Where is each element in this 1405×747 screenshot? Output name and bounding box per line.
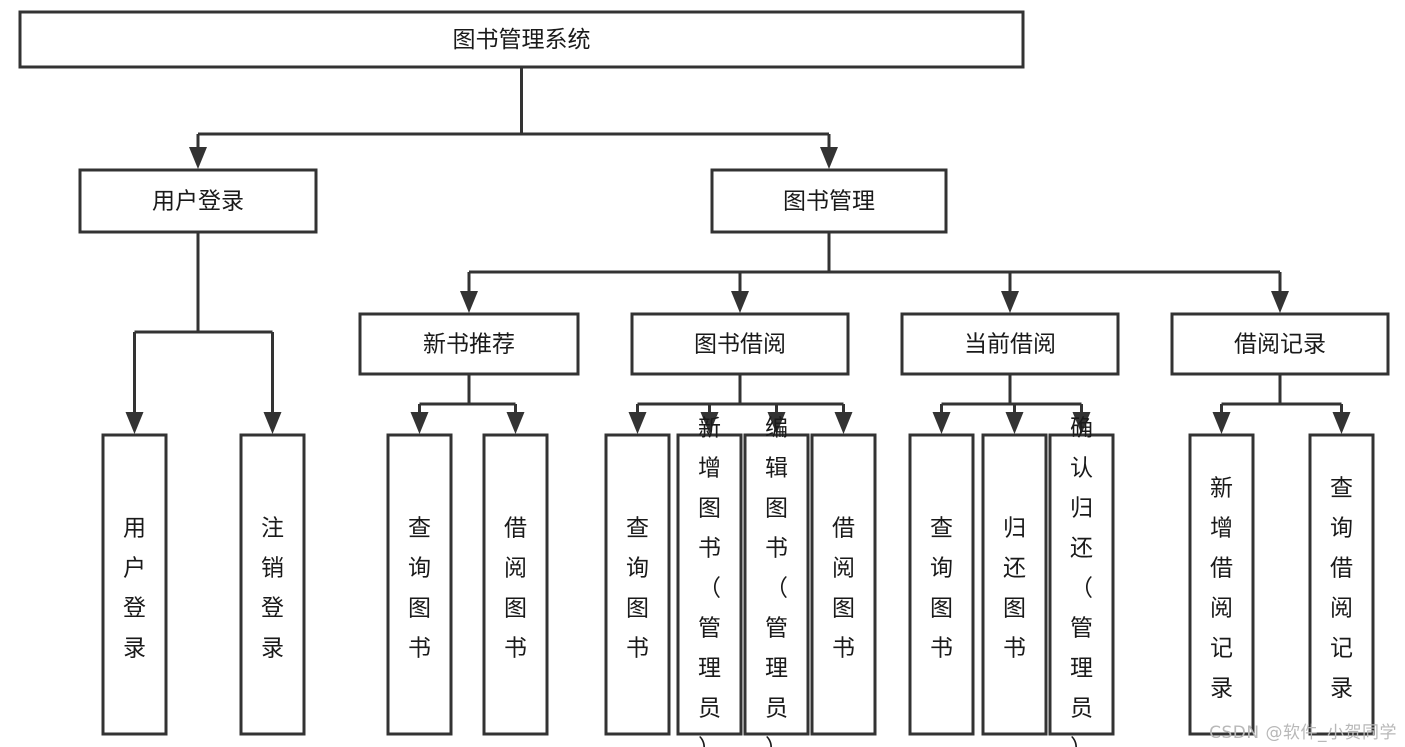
arrow-head-icon — [1001, 291, 1019, 313]
arrow-head-icon — [125, 412, 144, 434]
node-label-leaf-1: 注销登录 — [261, 516, 284, 662]
node-label-root: 图书管理系统 — [453, 27, 591, 53]
arrow-head-icon — [1072, 412, 1091, 434]
node-label-level3-3: 借阅记录 — [1234, 332, 1326, 358]
node-box-leaf-6[interactable] — [743, 433, 810, 736]
connectors-layer — [125, 67, 1351, 434]
node-label-leaf-8: 查询图书 — [930, 516, 953, 662]
node-box-leaf-3[interactable] — [482, 433, 549, 736]
node-box-leaf-4[interactable] — [604, 433, 671, 736]
node-box-level3-3[interactable] — [1170, 312, 1390, 376]
node-box-leaf-11[interactable] — [1188, 433, 1255, 736]
node-label-leaf-11: 新增借阅记录 — [1210, 476, 1233, 702]
arrow-head-icon — [767, 412, 786, 434]
arrow-head-icon — [1271, 291, 1289, 313]
node-label-leaf-4: 查询图书 — [626, 516, 649, 662]
arrow-head-icon — [1005, 412, 1024, 434]
node-label-leaf-3: 借阅图书 — [504, 516, 527, 662]
node-box-level3-0[interactable] — [358, 312, 580, 376]
arrow-head-icon — [700, 412, 719, 434]
node-box-leaf-10[interactable] — [1048, 433, 1115, 736]
arrow-head-icon — [460, 291, 478, 313]
nodes-layer: 图书管理系统用户登录图书管理新书推荐图书借阅当前借阅借阅记录用户登录注销登录查询… — [18, 10, 1390, 747]
node-box-level2-0[interactable] — [78, 168, 318, 234]
node-label-leaf-7: 借阅图书 — [832, 516, 855, 662]
node-box-leaf-0[interactable] — [101, 433, 168, 736]
node-box-leaf-2[interactable] — [386, 433, 453, 736]
node-box-leaf-7[interactable] — [810, 433, 877, 736]
node-box-level3-1[interactable] — [630, 312, 850, 376]
arrow-head-icon — [263, 412, 282, 434]
node-label-leaf-10: 确认归还（管理员） — [1070, 416, 1093, 747]
arrow-head-icon — [731, 291, 749, 313]
arrow-head-icon — [834, 412, 853, 434]
arrow-head-icon — [189, 147, 207, 169]
arrow-head-icon — [1332, 412, 1351, 434]
node-label-leaf-5: 新增图书（管理员） — [698, 416, 721, 747]
node-label-level3-1: 图书借阅 — [694, 332, 786, 358]
node-box-leaf-8[interactable] — [908, 433, 975, 736]
node-label-leaf-2: 查询图书 — [408, 516, 431, 662]
node-label-level2-0: 用户登录 — [152, 189, 244, 215]
node-box-leaf-9[interactable] — [981, 433, 1048, 736]
arrow-head-icon — [932, 412, 951, 434]
node-label-leaf-6: 编辑图书（管理员） — [765, 416, 788, 747]
node-box-leaf-1[interactable] — [239, 433, 306, 736]
node-box-level3-2[interactable] — [900, 312, 1120, 376]
node-label-leaf-0: 用户登录 — [123, 516, 146, 662]
node-box-root[interactable] — [18, 10, 1025, 69]
arrow-head-icon — [1212, 412, 1231, 434]
arrow-head-icon — [410, 412, 429, 434]
arrow-head-icon — [628, 412, 647, 434]
node-label-leaf-9: 归还图书 — [1003, 516, 1026, 662]
watermark-text: CSDN @软件_小贺同学 — [1209, 723, 1397, 743]
node-box-leaf-12[interactable] — [1308, 433, 1375, 736]
arrow-head-icon — [820, 147, 838, 169]
node-label-leaf-12: 查询借阅记录 — [1330, 476, 1353, 702]
node-label-level2-1: 图书管理 — [783, 189, 875, 215]
node-box-level2-1[interactable] — [710, 168, 948, 234]
node-label-level3-2: 当前借阅 — [964, 332, 1056, 358]
arrow-head-icon — [506, 412, 525, 434]
node-label-level3-0: 新书推荐 — [423, 332, 515, 358]
node-box-leaf-5[interactable] — [676, 433, 743, 736]
